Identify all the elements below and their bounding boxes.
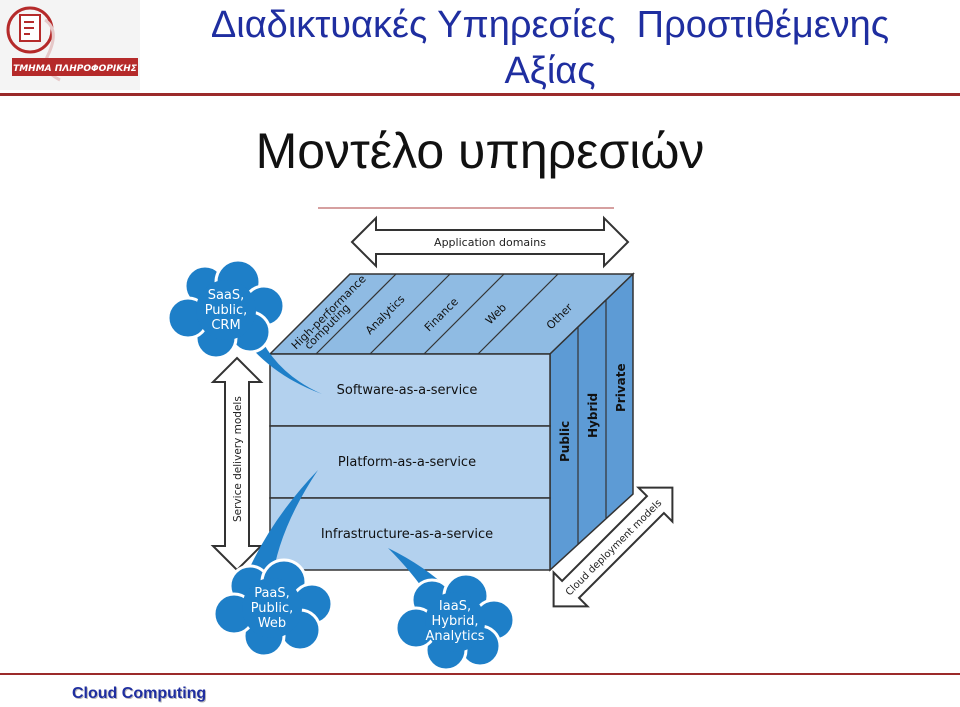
cloud-paas-line2: Public, [251, 601, 294, 616]
layer-label-iaas: Infrastructure-as-a-service [321, 527, 493, 542]
layer-label-saas: Software-as-a-service [337, 383, 478, 398]
cloud-iaas-line2: Hybrid, [431, 614, 478, 629]
cloud-iaas [394, 572, 516, 672]
slide-title: Μοντέλο υπηρεσιών [255, 123, 705, 179]
domain-divider [423, 273, 505, 355]
header-divider [0, 93, 960, 96]
application-domains-label: Application domains [434, 236, 546, 249]
deployment-label-private: Private [614, 363, 628, 412]
header-title-line1: Διαδικτυακές Υπηρεσίες Προστιθέμενης [210, 4, 890, 46]
cloud-paas-line1: PaaS, [254, 586, 290, 601]
cloud-iaas-line3: Analytics [425, 629, 484, 644]
header-title-line2: Αξίας [504, 50, 596, 92]
university-logo: ΤΜΗΜΑ ΠΛΗΡΟΦΟΡΙΚΗΣ [0, 0, 140, 90]
footer-divider [0, 673, 960, 675]
domain-divider [315, 273, 397, 355]
cloud-saas-line2: Public, [205, 303, 248, 318]
cloud-iaas-line1: IaaS, [439, 599, 471, 614]
header-title: Διαδικτυακές Υπηρεσίες Προστιθέμενης Αξί… [140, 2, 960, 94]
deployment-label-hybrid: Hybrid [586, 393, 600, 438]
footer-text: Cloud Computing [72, 685, 207, 702]
logo-text: ΤΜΗΜΑ ΠΛΗΡΟΦΟΡΙΚΗΣ [13, 64, 138, 74]
cloud-saas [166, 258, 286, 360]
cloud-paas-line3: Web [258, 616, 286, 631]
domain-divider [477, 273, 559, 355]
layer-saas [269, 353, 551, 427]
cloud-saas-line1: SaaS, [208, 288, 245, 303]
deployment-label-public: Public [558, 421, 572, 462]
domain-divider [369, 273, 451, 355]
cloud-paas [212, 558, 334, 658]
service-delivery-label: Service delivery models [232, 396, 244, 522]
cloud-paas-tail [245, 470, 318, 582]
layer-label-paas: Platform-as-a-service [338, 455, 476, 470]
application-domains-arrow [350, 215, 630, 269]
cloud-saas-line3: CRM [211, 318, 240, 333]
